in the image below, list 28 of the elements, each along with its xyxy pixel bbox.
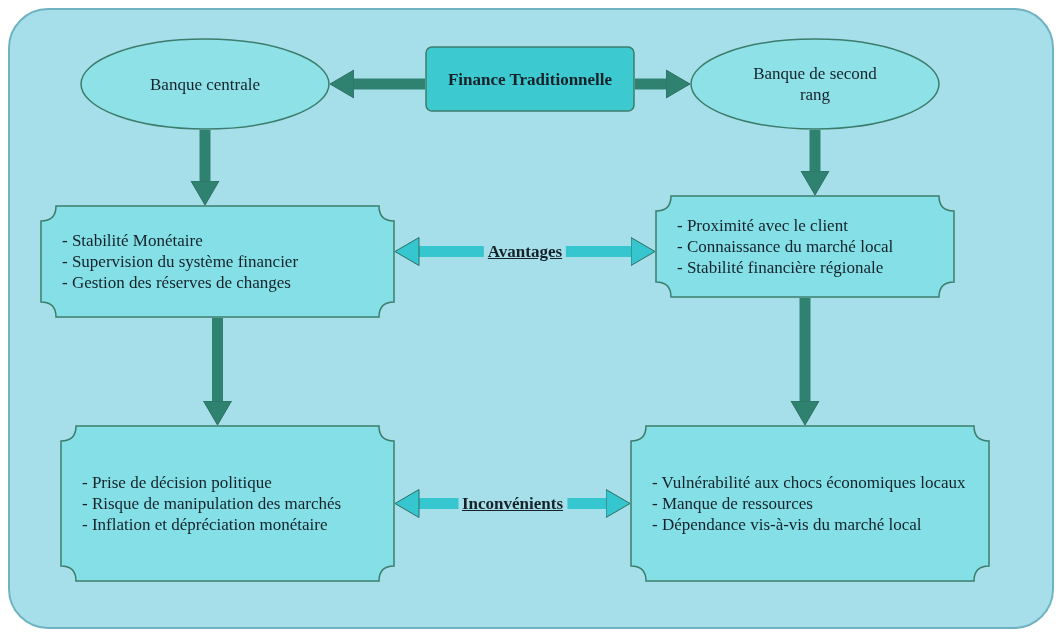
list-item: - Prise de décision politique bbox=[82, 472, 273, 493]
list-box bbox=[630, 425, 990, 582]
arrow bbox=[190, 130, 220, 206]
list-item: - Dépendance vis-à-vis du marché local bbox=[652, 514, 923, 535]
oval-node bbox=[690, 38, 940, 130]
node-label: Finance Traditionnelle bbox=[447, 68, 613, 90]
list-box bbox=[655, 195, 955, 298]
node-label: Banque centrale bbox=[149, 73, 261, 95]
list-item: - Vulnérabilité aux chocs économiques locaux bbox=[652, 472, 967, 493]
list-item: - Proximité avec le client bbox=[677, 215, 849, 236]
arrow bbox=[800, 130, 830, 196]
list-box bbox=[60, 425, 395, 582]
list-item: - Stabilité Monétaire bbox=[62, 230, 204, 251]
list-item: - Risque de manipulation des marchés bbox=[82, 493, 343, 514]
arrow bbox=[329, 69, 425, 99]
node-label: Banque de second rang bbox=[752, 63, 878, 105]
arrow bbox=[635, 69, 691, 99]
list-item: - Connaissance du marché local bbox=[677, 236, 895, 257]
list-box bbox=[40, 205, 395, 318]
list-item: - Manque de ressources bbox=[652, 493, 814, 514]
oval-node bbox=[80, 38, 330, 130]
title-box bbox=[425, 46, 635, 112]
list-item: - Gestion des réserves de changes bbox=[62, 272, 292, 293]
list-item: - Stabilité financière régionale bbox=[677, 257, 885, 278]
arrow bbox=[203, 318, 232, 426]
arrow bbox=[790, 298, 820, 426]
list-item: - Inflation et dépréciation monétaire bbox=[82, 514, 329, 535]
list-item: - Supervision du système financier bbox=[62, 251, 300, 272]
